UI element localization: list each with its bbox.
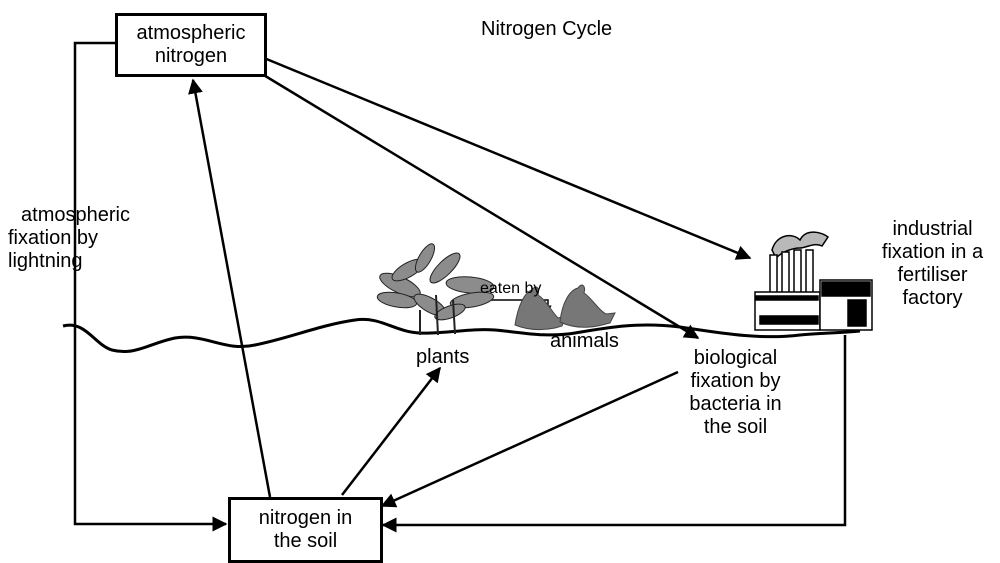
atmospheric-nitrogen-line-2: nitrogen [155,45,227,68]
industrial-label-line-1: industrial [865,218,1000,241]
industrial-label-line-4: factory [865,287,1000,310]
biological-to-soil-arrow [382,372,678,506]
soil-to-plants-arrow [342,368,440,495]
lightning-fixation-label: atmospheric fixation by lightning [8,204,143,273]
nitrogen-in-soil-line-2: the soil [274,530,337,553]
lightning-label-line-1: atmospheric [8,204,143,227]
lightning-label-line-3: lightning [8,250,143,273]
biological-label-line-1: biological [673,347,798,370]
nitrogen-in-soil-box: nitrogen in the soil [228,497,383,563]
lightning-label-line-2: fixation by [8,227,143,250]
atmospheric-nitrogen-line-1: atmospheric [137,22,246,45]
plants-label: plants [416,346,469,369]
atmospheric-nitrogen-box: atmospheric nitrogen [115,13,267,77]
animals-label: animals [550,330,619,353]
industrial-label-line-3: fertiliser [865,264,1000,287]
biological-label-line-3: bacteria in [673,393,798,416]
biological-label-line-2: fixation by [673,370,798,393]
eaten-by-label: eaten by [480,280,541,298]
plant-illustration [376,241,495,335]
to-industrial-arrow [264,58,750,258]
biological-fixation-label: biological fixation by bacteria in the s… [673,347,798,439]
lightning-arrow [75,43,226,524]
factory-illustration [755,232,872,330]
denitrification-arrow [193,80,270,497]
industrial-label-line-2: fixation in a [865,241,1000,264]
industrial-fixation-label: industrial fixation in a fertiliser fact… [865,218,1000,310]
nitrogen-in-soil-line-1: nitrogen in [259,507,352,530]
biological-label-line-4: the soil [673,416,798,439]
diagram-title: Nitrogen Cycle [481,18,612,41]
